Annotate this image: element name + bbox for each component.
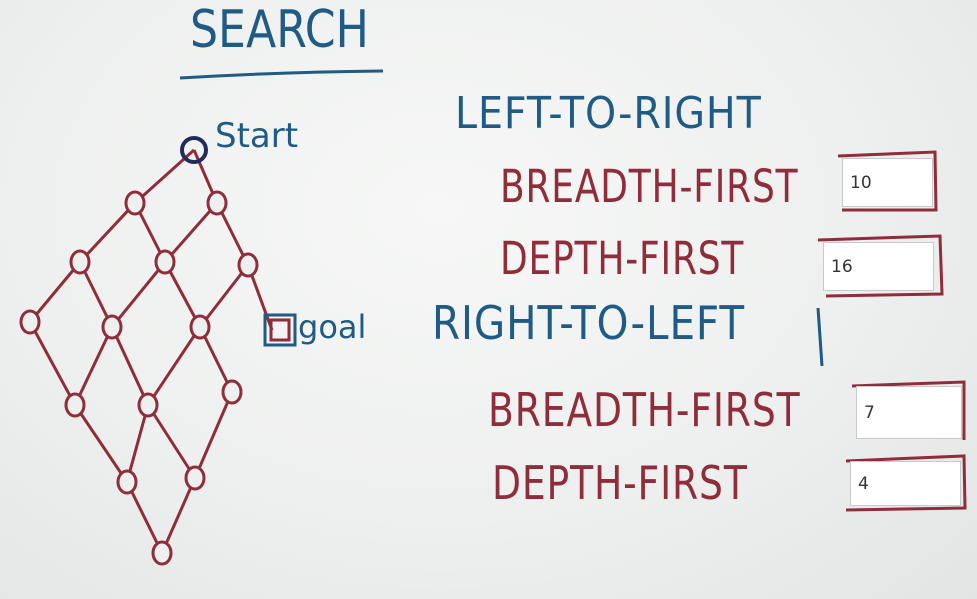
graph-edge [28,321,77,406]
ltr-depth-first-answer-input[interactable] [823,242,934,291]
answer-box-outlines [817,150,967,512]
right-to-left-heading: RIGHT-TO-LEFT [432,296,745,350]
graph-node [151,540,173,566]
graph-node [124,190,146,216]
graph-edge [125,404,150,483]
goal-node-inner [269,318,291,342]
graph-node [206,190,228,216]
ltr-depth-first-label: DEPTH-FIRST [500,232,745,285]
tick-mark [816,307,824,367]
start-node [180,136,208,164]
title-underline [179,69,384,80]
graph-edge [78,261,114,328]
graph-edge [198,326,234,393]
graph-node [137,392,159,418]
graph-node [184,465,206,491]
graph-node [221,379,243,405]
graph-edge [160,477,197,554]
graph-edge [163,202,219,263]
graph-edge [73,404,129,483]
graph-node [237,252,259,278]
graph-edge [78,201,137,264]
graph-edge [163,261,202,328]
goal-node [263,313,297,347]
graph-node [19,309,41,335]
graph-node [116,469,138,495]
graph-edge [198,264,250,328]
graph-edge [28,261,82,323]
graph-node [69,249,91,275]
graph-edge [110,261,167,328]
left-to-right-heading: LEFT-TO-RIGHT [455,88,762,139]
graph-node [154,249,176,275]
rtl-breadth-first-answer-input[interactable] [856,386,962,439]
goal-label: goal [298,308,367,346]
start-label: Start [215,116,299,156]
graph-node [64,392,86,418]
rtl-depth-first-label: DEPTH-FIRST [492,456,748,510]
board-title: SEARCH [190,0,369,60]
graph-edge [73,326,114,406]
graph-edge [110,326,150,406]
rtl-breadth-first-label: BREADTH-FIRST [488,383,801,437]
ltr-breadth-first-answer-input[interactable] [842,158,933,207]
graph-edge [125,481,164,554]
ltr-breadth-first-label: BREADTH-FIRST [500,160,799,213]
graph-edge [193,391,234,479]
rtl-depth-first-answer-input[interactable] [850,461,961,506]
graph-node [189,314,211,340]
graph-node [101,314,123,340]
graph-edge [146,326,202,406]
graph-edge [146,404,197,479]
